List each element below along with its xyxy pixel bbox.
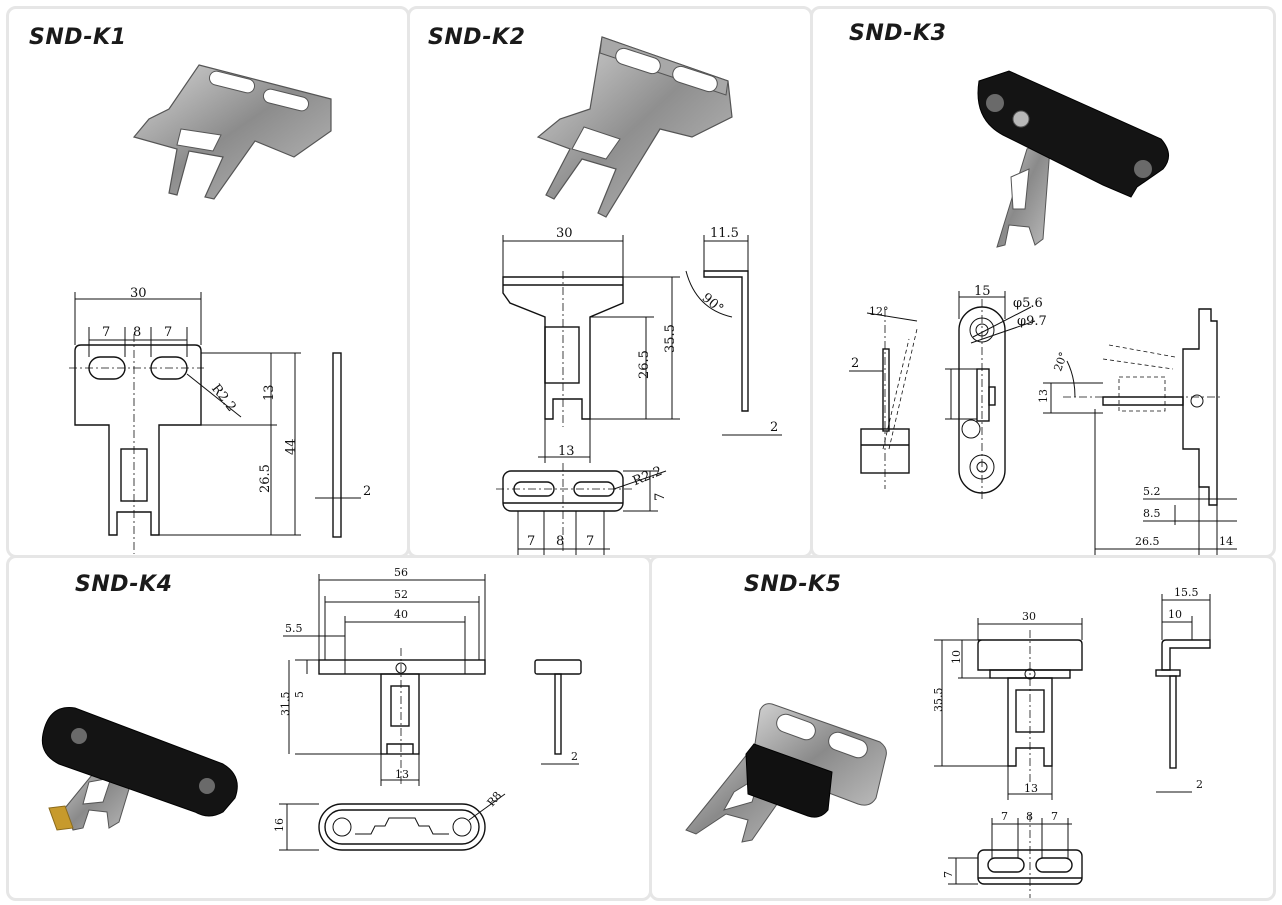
dim-height: 7 bbox=[942, 871, 955, 878]
dim-slot-b: 7 bbox=[1051, 810, 1058, 823]
panel-title: SND-K4 bbox=[75, 572, 173, 597]
dim-overall: 44 bbox=[284, 438, 299, 455]
dim-slot-gap: 8 bbox=[133, 325, 141, 340]
dim-overall: 56 bbox=[394, 566, 408, 579]
panel-title: SND-K3 bbox=[849, 21, 947, 46]
dim-hole-small: φ5.6 bbox=[1013, 296, 1043, 311]
dim-angle-a: 12° bbox=[869, 305, 889, 318]
dim-offset: 5.5 bbox=[285, 622, 303, 635]
dim-tongue: 13 bbox=[1024, 782, 1038, 795]
dim-thickness: 2 bbox=[571, 750, 578, 763]
dim-slot-gap: 8 bbox=[1026, 810, 1033, 823]
dim-lower: 26.5 bbox=[637, 350, 652, 379]
panel-snd-k1: SND-K1 bbox=[6, 6, 410, 558]
top-view-drawing bbox=[496, 463, 667, 555]
panel-snd-k2: SND-K2 bbox=[407, 6, 813, 558]
dim-offset-a: 5.2 bbox=[1143, 485, 1161, 498]
front-view-drawing bbox=[69, 292, 301, 554]
front-view-drawing bbox=[283, 574, 486, 786]
top-view-drawing bbox=[948, 814, 1083, 898]
dim-flange: 11.5 bbox=[710, 226, 739, 241]
dim-slot-b: 7 bbox=[586, 534, 594, 549]
dim-height: 13 bbox=[1037, 389, 1050, 403]
side-view-drawing bbox=[685, 235, 782, 436]
dim-slot-a: 7 bbox=[527, 534, 535, 549]
dim-thickness: 2 bbox=[851, 356, 859, 371]
dim-angle-b: 20° bbox=[1051, 350, 1070, 373]
snd-k5-drawings: 30 15.5 10 10 35.5 13 2 7 8 7 7 bbox=[685, 586, 1211, 898]
dim-thickness: 2 bbox=[770, 420, 778, 435]
dim-width: 30 bbox=[130, 286, 147, 301]
product-photo bbox=[685, 703, 887, 843]
dim-angle: 90° bbox=[699, 290, 726, 316]
panel-title: SND-K5 bbox=[744, 572, 842, 597]
side-view-drawing bbox=[849, 309, 918, 489]
panel-snd-k5: SND-K5 bbox=[649, 555, 1276, 901]
dim-offset-b: 8.5 bbox=[1143, 507, 1161, 520]
dim-slot-a: 7 bbox=[1001, 810, 1008, 823]
product-photo bbox=[536, 36, 733, 218]
front-view-drawing bbox=[502, 235, 680, 463]
dim-width: 30 bbox=[556, 226, 573, 241]
dim-thickness: 2 bbox=[1196, 778, 1203, 791]
dim-inner: 10 bbox=[1168, 608, 1182, 621]
dim-width: 30 bbox=[1022, 610, 1036, 623]
dim-width: 15 bbox=[974, 284, 991, 299]
snd-k4-drawings: 56 52 40 5.5 31.5 5 13 2 16 R8 bbox=[41, 566, 582, 851]
panel-title: SND-K2 bbox=[428, 25, 526, 50]
front-view-drawing bbox=[934, 618, 1083, 800]
dim-lower: 26.5 bbox=[258, 464, 273, 493]
snd-k2-drawings: 30 11.5 90° 26.5 35.5 13 2 R2.2 7 7 8 7 bbox=[496, 36, 782, 555]
dim-radius: R2.2 bbox=[631, 464, 665, 489]
snd-k1-drawings: 30 7 8 7 R2.2 13 26.5 44 2 bbox=[69, 64, 371, 554]
product-photo bbox=[41, 707, 238, 831]
dim-overall: 35.5 bbox=[663, 324, 678, 353]
dim-slot-b: 7 bbox=[164, 325, 172, 340]
product-photo bbox=[132, 64, 332, 200]
panel-title: SND-K1 bbox=[29, 25, 127, 50]
dim-top: 10 bbox=[950, 650, 963, 664]
dim-height: 7 bbox=[653, 493, 668, 501]
dim-flange: 15.5 bbox=[1174, 586, 1199, 599]
section-view-drawing bbox=[1043, 308, 1237, 555]
dim-total-height: 31.5 bbox=[279, 692, 292, 717]
side-view-drawing bbox=[1155, 594, 1211, 793]
snd-k3-drawings: 12° 2 15 φ5.6 φ9.7 13 20° 5.2 8.5 26.5 1… bbox=[849, 70, 1237, 555]
dim-hole-large: φ9.7 bbox=[1017, 314, 1047, 329]
top-view-drawing bbox=[279, 793, 506, 851]
dim-mid: 52 bbox=[394, 588, 408, 601]
dim-overall: 35.5 bbox=[932, 688, 945, 713]
dim-length: 26.5 bbox=[1135, 535, 1160, 548]
dim-step: 5 bbox=[293, 691, 306, 698]
panel-snd-k4: SND-K4 bbox=[6, 555, 652, 901]
dim-tongue: 13 bbox=[558, 444, 575, 459]
dim-depth: 14 bbox=[1219, 535, 1233, 548]
dim-slot-gap: 8 bbox=[556, 534, 564, 549]
dim-thickness: 2 bbox=[363, 484, 371, 499]
panel-snd-k3: SND-K3 bbox=[810, 6, 1276, 558]
dim-slot-a: 7 bbox=[102, 325, 110, 340]
dim-inner: 40 bbox=[394, 608, 408, 621]
product-photo bbox=[977, 70, 1169, 248]
front-view-drawing bbox=[945, 291, 1036, 501]
dim-upper: 13 bbox=[262, 384, 277, 401]
dim-tongue: 13 bbox=[395, 768, 409, 781]
side-view-drawing bbox=[315, 352, 361, 538]
dim-height: 16 bbox=[273, 818, 286, 832]
side-view-drawing bbox=[534, 659, 582, 765]
dim-radius: R2.2 bbox=[208, 381, 239, 414]
